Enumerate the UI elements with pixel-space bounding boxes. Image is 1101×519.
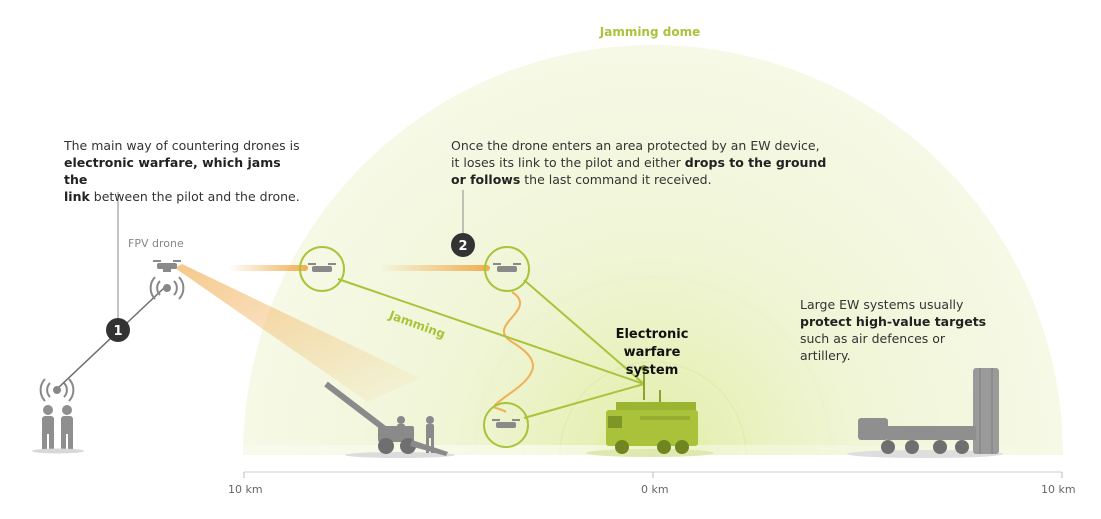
- step-2-text: Once the drone enters an area protected …: [451, 137, 831, 188]
- axis-label-center: 0 km: [641, 483, 669, 496]
- air-defence-launcher-icon: [847, 368, 1003, 458]
- drone-trail-1: [228, 265, 308, 271]
- step-2-marker: 2: [451, 233, 475, 257]
- dome-ring-outer: [384, 186, 922, 456]
- pilot-signal-icon: [39, 378, 75, 402]
- step-2-line-2: it loses its link to the pilot and eithe…: [451, 155, 685, 170]
- intro-text: The main way of countering drones is ele…: [64, 137, 304, 205]
- drone-icon-2: [493, 263, 521, 272]
- fpv-drone-icon: [153, 260, 181, 272]
- jam-circle-1: [299, 246, 345, 292]
- drone-icon-3: [492, 419, 520, 428]
- jamming-lines: [337, 278, 645, 419]
- drone-icon-1: [308, 263, 336, 272]
- dome-ring-inner: [559, 361, 747, 456]
- dome-title: Jamming dome: [599, 25, 701, 39]
- dome-ring-mid: [474, 276, 832, 456]
- intro-bold-1: electronic warfare, which jams the: [64, 155, 281, 187]
- drone-trail-2: [380, 265, 490, 271]
- large-ew-line-3: such as air defences or: [800, 331, 946, 346]
- step-2-number: 2: [458, 239, 467, 254]
- jam-circle-2: [484, 246, 530, 292]
- large-ew-line-1: Large EW systems usually: [800, 297, 964, 312]
- intro-line-1: The main way of countering drones is: [64, 138, 300, 153]
- drone-camera-beam: [175, 264, 420, 402]
- artillery-howitzer-icon: [324, 381, 455, 458]
- ew-system-label: Electronic warfare system: [615, 327, 689, 378]
- step-2-line-1: Once the drone enters an area protected …: [451, 138, 820, 153]
- large-ew-bold: protect high-value targets: [800, 314, 987, 329]
- ew-vehicle-icon: [586, 365, 714, 457]
- jamming-dome: [243, 45, 1063, 455]
- intro-bold-2: link: [64, 189, 90, 204]
- large-ew-line-4: artillery.: [800, 348, 851, 363]
- step-1-marker: 1: [106, 318, 130, 342]
- step-2-line-3: the last command it received.: [520, 172, 712, 187]
- jam-circle-3: [483, 402, 529, 448]
- large-ew-text: Large EW systems usually protect high-va…: [800, 296, 1020, 364]
- intro-line-3: between the pilot and the drone.: [89, 189, 300, 204]
- step-2-bold-1: drops to the ground: [684, 155, 827, 170]
- drone-signal-icon: [149, 276, 185, 300]
- axis-label-right: 10 km: [1041, 483, 1076, 496]
- axis-label-left: 10 km: [228, 483, 263, 496]
- step-2-bold-2: or follows: [451, 172, 521, 187]
- pilot-soldiers-icon: [32, 405, 84, 454]
- step-1-number: 1: [113, 324, 122, 339]
- fpv-drone-label: FPV drone: [128, 237, 184, 250]
